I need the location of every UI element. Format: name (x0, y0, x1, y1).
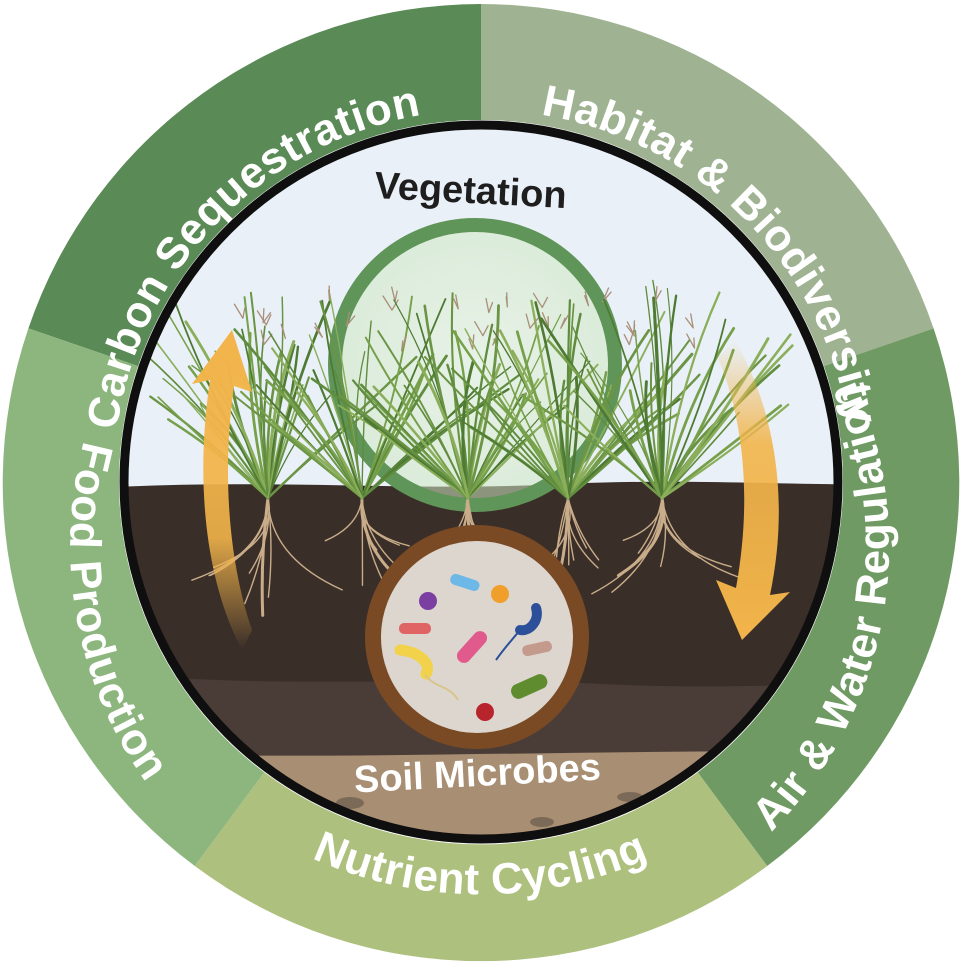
microbe-rod (399, 623, 431, 634)
seed-head (634, 321, 635, 335)
microbe-coccus (419, 592, 437, 610)
microbe-coccus (476, 703, 494, 721)
pebble (530, 817, 554, 827)
microbe-coccus (491, 585, 509, 603)
seed-head (329, 286, 330, 300)
